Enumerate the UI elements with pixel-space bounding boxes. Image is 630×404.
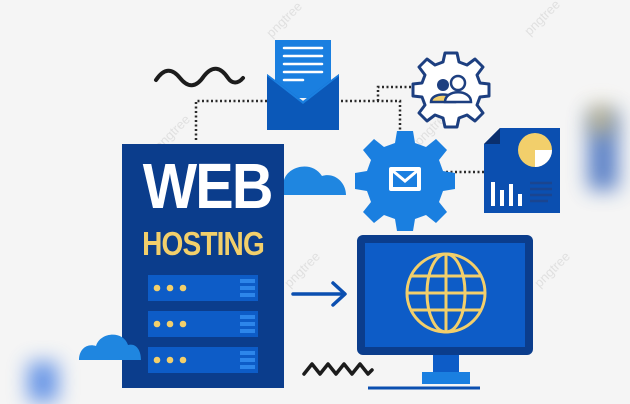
gear-mail-icon <box>355 131 455 231</box>
cloud-icon <box>266 166 346 195</box>
monitor-globe-icon <box>357 235 533 390</box>
server-tower <box>122 144 284 388</box>
server-unit <box>148 275 258 301</box>
server-units <box>148 275 258 373</box>
zigzag-icon <box>302 362 374 376</box>
report-document-icon <box>484 128 560 213</box>
title-web: WEB <box>142 150 274 222</box>
server-unit <box>148 311 258 337</box>
wave-icon <box>154 66 245 88</box>
blurred-edge-right-yellow <box>590 105 612 135</box>
gear-users-icon <box>411 51 491 129</box>
blurred-edge-left <box>28 362 58 402</box>
arrow-right-icon <box>291 281 347 307</box>
dotted-connectors <box>194 85 484 174</box>
title-hosting: HOSTING <box>142 225 265 262</box>
server-unit <box>148 347 258 373</box>
envelope-document-icon <box>267 40 339 130</box>
cloud-icon <box>79 334 141 360</box>
